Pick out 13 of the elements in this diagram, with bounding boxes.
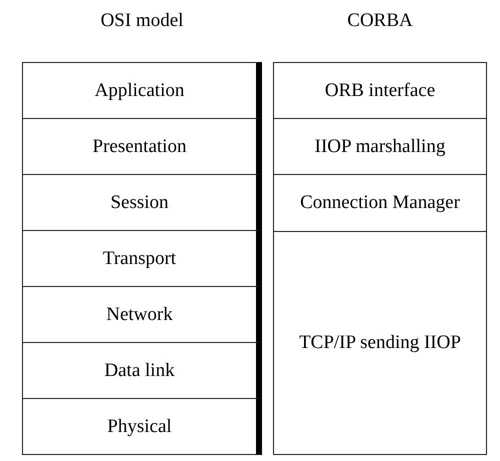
layer-box: Connection Manager: [273, 174, 487, 232]
layer-box: IIOP marshalling: [273, 118, 487, 175]
layer-box: TCP/IP sending IIOP: [273, 231, 487, 455]
layer-box: Presentation: [22, 118, 262, 175]
layer-box: Data link: [22, 342, 262, 399]
layer-box: Transport: [22, 230, 262, 287]
layer-box: Session: [22, 174, 262, 231]
layer-box: Physical: [22, 398, 262, 455]
column-heading: OSI model: [100, 10, 184, 32]
layer-box: ORB interface: [273, 62, 487, 119]
layer-box: Application: [22, 62, 262, 119]
layer-box: Network: [22, 286, 262, 343]
column-heading: CORBA: [346, 10, 414, 32]
